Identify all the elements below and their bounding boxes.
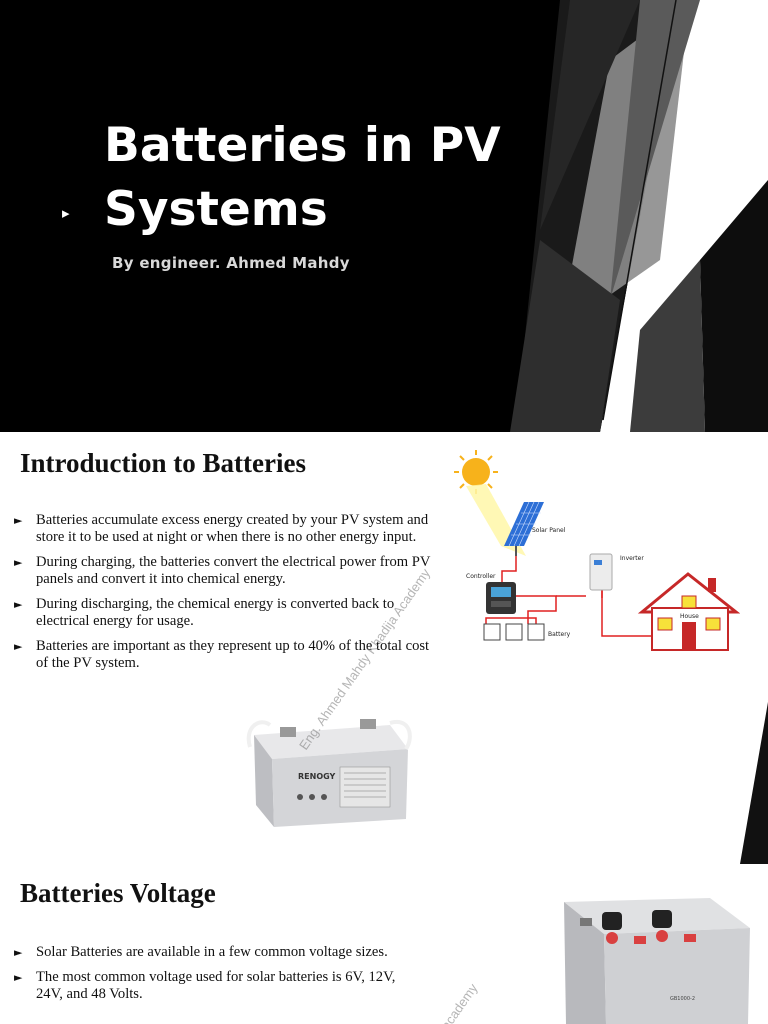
bullet-text: Batteries are important as they represen… — [36, 638, 430, 671]
solar-panel-label: Solar Panel — [532, 527, 566, 534]
bullet-text: Batteries accumulate excess energy creat… — [36, 512, 429, 545]
intro-slide: Introduction to Batteries ► Batteries acc… — [0, 432, 768, 864]
cell-model-label: GB1000-2 — [670, 996, 695, 1002]
controller-label: Controller — [466, 573, 496, 580]
bullet-arrow-icon: ► — [14, 514, 23, 527]
list-item: ► Solar Batteries are available in a few … — [14, 944, 414, 961]
bullet-arrow-icon: ► — [14, 556, 23, 569]
bullet-arrow-icon: ► — [14, 598, 23, 611]
charge-controller-icon — [486, 582, 516, 614]
list-item: ► The most common voltage used for solar … — [14, 969, 414, 1003]
inverter-icon — [589, 553, 613, 591]
presentation-subtitle: By engineer. Ahmed Mahdy — [112, 254, 350, 272]
list-item: ► During charging, the batteries convert … — [14, 554, 444, 588]
list-item: ► Batteries accumulate excess energy crea… — [14, 512, 444, 546]
title-bullet-icon: ▸ — [62, 204, 70, 222]
pv-system-diagram: Solar Panel Controller Inverter — [454, 450, 740, 651]
list-item: ► During discharging, the chemical energy… — [14, 596, 444, 630]
bullet-text: During discharging, the chemical energy … — [36, 596, 395, 629]
bullet-list: ► Batteries accumulate excess energy crea… — [14, 512, 444, 680]
house-icon — [637, 572, 740, 651]
slide-title: Introduction to Batteries — [20, 448, 306, 478]
right-edge-decoration — [740, 702, 768, 864]
inverter-label: Inverter — [620, 555, 644, 562]
gel-battery-cell-image: GB1000-2 — [564, 898, 750, 1024]
title-slide: ▸ Batteries in PV Systems By engineer. A… — [0, 0, 768, 432]
presentation-title: Batteries in PV Systems — [104, 118, 501, 237]
bullet-list: ► Solar Batteries are available in a few … — [14, 944, 414, 1011]
battery-brand-label: RENOGY — [298, 772, 336, 781]
battery-label: Battery — [548, 631, 571, 638]
bullet-text: The most common voltage used for solar b… — [36, 969, 396, 1002]
slide-title: Batteries Voltage — [20, 878, 216, 908]
battery-terminal-icon — [602, 910, 696, 944]
solar-panel-icon — [504, 501, 544, 556]
bullet-text: During charging, the batteries convert t… — [36, 554, 431, 587]
bullet-arrow-icon: ► — [14, 946, 23, 959]
battery-bank-icon — [483, 623, 545, 641]
bullet-arrow-icon: ► — [14, 640, 23, 653]
voltage-slide: Batteries Voltage ► Solar Batteries are a… — [0, 864, 768, 1024]
bullet-arrow-icon: ► — [14, 971, 23, 984]
renogy-battery-image: RENOGY — [246, 719, 412, 827]
bullet-text: Solar Batteries are available in a few c… — [36, 944, 388, 960]
house-label: House — [680, 613, 699, 620]
list-item: ► Batteries are important as they represe… — [14, 638, 444, 672]
watermark-text: academy — [438, 980, 481, 1024]
decorative-shards — [510, 0, 768, 432]
